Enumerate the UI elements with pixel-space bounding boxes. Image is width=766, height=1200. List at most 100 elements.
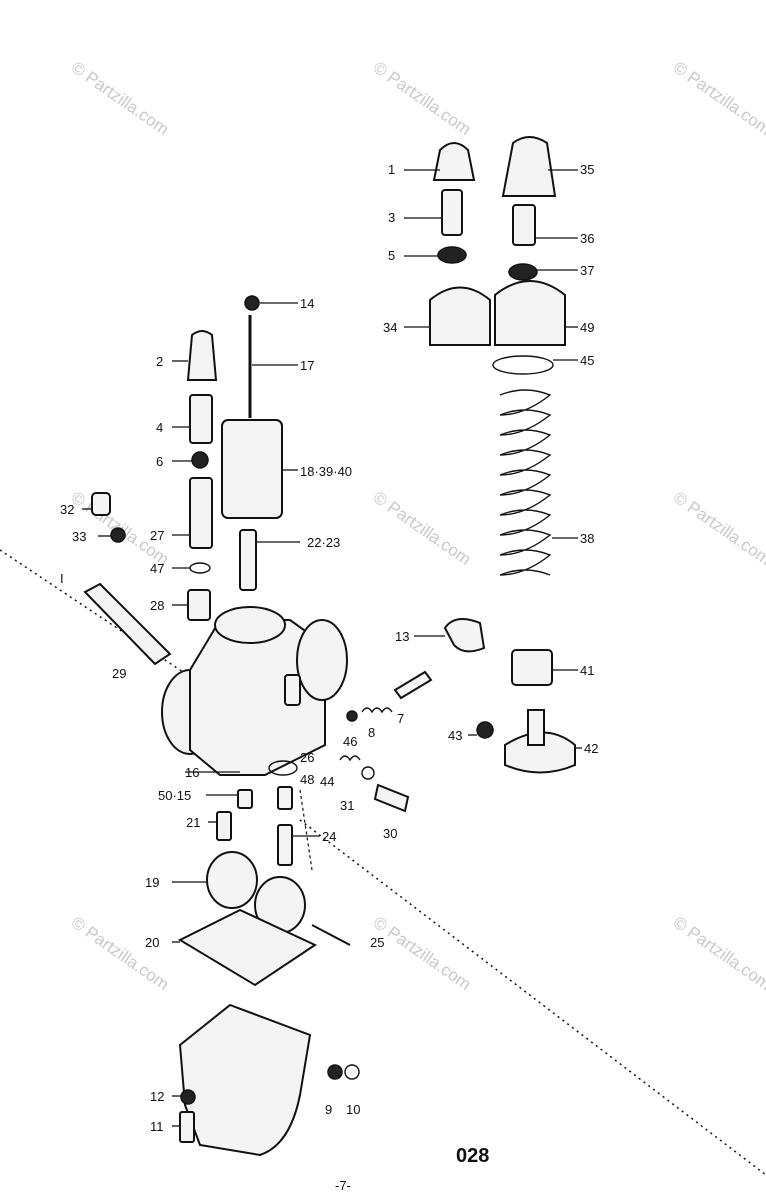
watermark-8: © Partzilla.com — [370, 913, 475, 994]
cap-2-part — [186, 330, 218, 381]
cover-left-part — [429, 286, 491, 346]
throttle-slide-part — [221, 419, 283, 519]
callout-14: 14 — [300, 296, 314, 311]
callout-47: 47 — [150, 561, 164, 576]
clip-14-part — [244, 295, 260, 311]
clip-13-part — [443, 618, 486, 653]
nut-left-part — [437, 246, 467, 264]
callout-5: 5 — [388, 248, 395, 263]
nut-right-part — [508, 263, 538, 281]
part-46 — [346, 710, 358, 722]
callout-24: 24 — [322, 829, 336, 844]
callout-43: 43 — [448, 728, 462, 743]
bracket-41-part — [511, 649, 553, 686]
watermarks: © Partzilla.com © Partzilla.com © Partzi… — [68, 58, 766, 994]
callout-37: 37 — [580, 263, 594, 278]
callout-13: 13 — [395, 629, 409, 644]
callout-41: 41 — [580, 663, 594, 678]
callout-42: 42 — [584, 741, 598, 756]
callout-4: 4 — [156, 420, 163, 435]
callout-9: 9 — [325, 1102, 332, 1117]
callout-21: 21 — [186, 815, 200, 830]
watermark-1: © Partzilla.com — [68, 58, 173, 139]
screw-7-part — [393, 670, 433, 700]
callout-20: 20 — [145, 935, 159, 950]
screw-43-part — [476, 721, 494, 739]
jet-27-part — [189, 477, 213, 549]
callout-28: 28 — [150, 598, 164, 613]
nut-6-part — [191, 451, 209, 469]
callout-26: 26 — [300, 750, 314, 765]
part-9 — [327, 1064, 343, 1080]
callout-35: 35 — [580, 162, 594, 177]
jet-28-part — [187, 589, 211, 621]
watermark-2: © Partzilla.com — [370, 58, 475, 139]
callout-31: 31 — [340, 798, 354, 813]
gasket-48-part — [268, 760, 298, 776]
left-column-parts — [83, 295, 283, 666]
callout-33: 33 — [72, 529, 86, 544]
callout-1: 1 — [388, 162, 395, 177]
o-ring-47-part — [189, 562, 211, 574]
callout-11: 11 — [150, 1119, 164, 1134]
jet-50-part — [237, 789, 253, 809]
callout-8: 8 — [368, 725, 375, 740]
bolt-11-part — [179, 1111, 195, 1143]
float-left — [206, 851, 258, 909]
jet-21-part — [216, 811, 232, 841]
return-spring-part — [499, 389, 552, 576]
jet-24-part — [277, 824, 293, 866]
screw-32-part — [91, 492, 111, 516]
callout-45: 45 — [580, 353, 594, 368]
callout-38: 38 — [580, 531, 594, 546]
callout-22-23: 22·23 — [307, 535, 340, 550]
right-column-parts — [429, 136, 576, 774]
callout-12: 12 — [150, 1089, 164, 1104]
screw-30-part — [373, 783, 410, 813]
part-10 — [344, 1064, 360, 1080]
float-bowl-part — [178, 1003, 312, 1157]
callout-48: 48 — [300, 772, 314, 787]
washer-33-part — [110, 527, 126, 543]
cap-left-part — [432, 142, 476, 181]
callout-6: 6 — [156, 454, 163, 469]
body-outlet — [296, 619, 348, 701]
callout-2: 2 — [156, 354, 163, 369]
watermark-3: © Partzilla.com — [670, 58, 766, 139]
float-bowl-group — [177, 851, 360, 1157]
callout-17: 17 — [300, 358, 314, 373]
needle-jet-22-part — [239, 529, 257, 591]
callout-32: 32 — [60, 502, 74, 517]
callout-50-15: 50·15 — [158, 788, 191, 803]
pin-25-part — [311, 924, 351, 946]
spring-8-part — [361, 707, 393, 714]
spring-44-part — [339, 755, 361, 762]
callout-44: 44 — [320, 774, 334, 789]
gasket-20-part — [177, 908, 318, 987]
callout-29: 29 — [112, 666, 126, 681]
callout-25: 25 — [370, 935, 384, 950]
callout-labels: 1 35 3 36 5 37 34 49 45 14 17 2 4 6 18·3… — [60, 162, 598, 1134]
washer-12-part — [180, 1089, 196, 1105]
cap-right-part — [501, 136, 557, 197]
callout-19: 19 — [145, 875, 159, 890]
callout-16: 16 — [185, 765, 199, 780]
watermark-6: © Partzilla.com — [670, 488, 766, 569]
screws-and-jets — [216, 670, 433, 866]
callout-7: 7 — [397, 711, 404, 726]
adjuster-right-part — [512, 204, 536, 246]
watermark-9: © Partzilla.com — [670, 913, 766, 994]
adjuster-left-part — [441, 189, 463, 236]
watermark-7: © Partzilla.com — [68, 913, 173, 994]
hose-29-part — [83, 582, 172, 666]
callout-I: I — [60, 571, 64, 586]
callout-3: 3 — [388, 210, 395, 225]
watermark-5: © Partzilla.com — [370, 488, 475, 569]
adjuster-4-part — [189, 394, 213, 444]
callout-36: 36 — [580, 231, 594, 246]
callout-49: 49 — [580, 320, 594, 335]
cover-right-part — [494, 280, 566, 346]
leader-lines — [82, 169, 582, 1127]
callout-46: 46 — [343, 734, 357, 749]
